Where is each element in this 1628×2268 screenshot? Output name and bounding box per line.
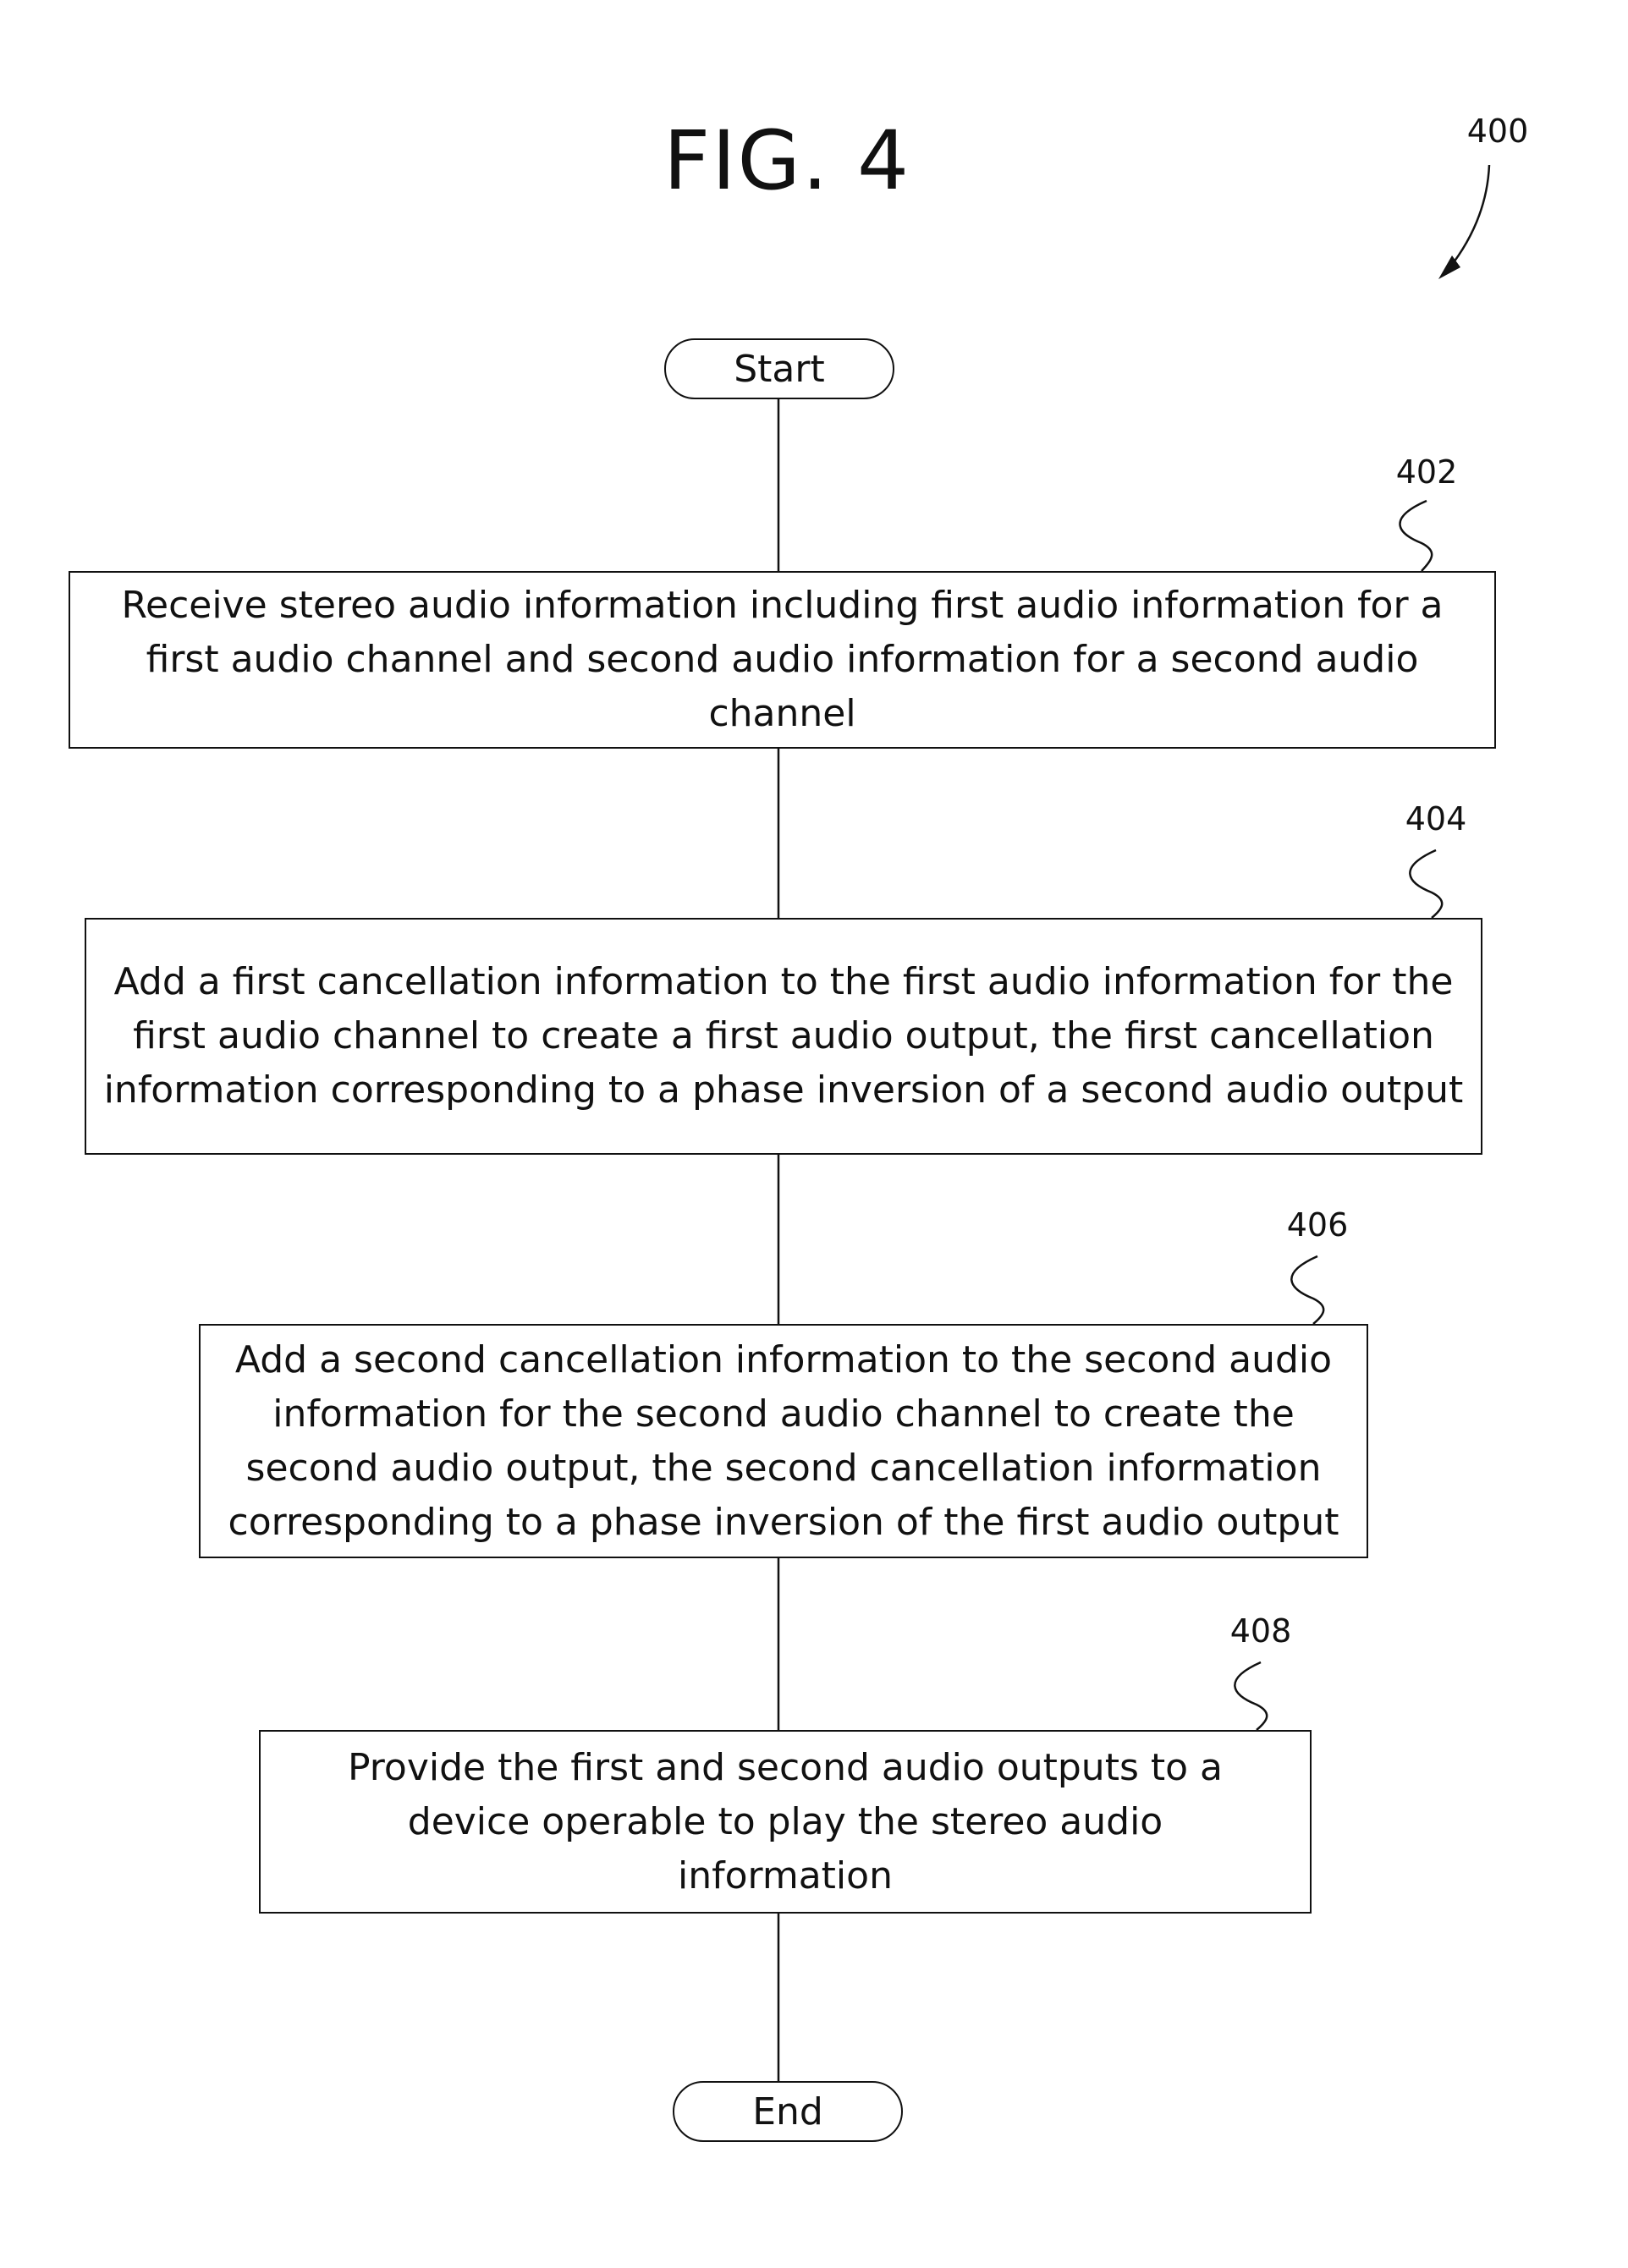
process-step-text: Provide the first and second audio outpu… <box>294 1741 1276 1903</box>
leader-402 <box>1400 501 1432 571</box>
process-step-text: Receive stereo audio information includi… <box>85 579 1479 741</box>
reference-arrow-shaft <box>1449 165 1489 269</box>
process-step-406: Add a second cancellation information to… <box>199 1324 1368 1558</box>
process-step-text: Add a first cancellation information to … <box>102 955 1466 1118</box>
start-terminal: Start <box>664 338 894 399</box>
start-label: Start <box>734 348 825 391</box>
process-step-text: Add a second cancellation information to… <box>216 1333 1351 1550</box>
figure-title: FIG. 4 <box>626 106 948 216</box>
step-ref-label: 406 <box>1267 1206 1368 1244</box>
end-terminal: End <box>673 2081 903 2142</box>
leader-408 <box>1235 1662 1267 1730</box>
figure-reference-label: 400 <box>1447 113 1548 150</box>
process-step-402: Receive stereo audio information includi… <box>69 571 1496 749</box>
step-ref-label: 402 <box>1376 453 1477 491</box>
leader-404 <box>1410 850 1442 918</box>
leader-406 <box>1291 1256 1323 1324</box>
process-step-408: Provide the first and second audio outpu… <box>259 1730 1312 1914</box>
process-step-404: Add a first cancellation information to … <box>85 918 1482 1155</box>
step-ref-label: 408 <box>1210 1612 1312 1650</box>
end-label: End <box>752 2090 823 2133</box>
step-ref-label: 404 <box>1385 800 1487 837</box>
